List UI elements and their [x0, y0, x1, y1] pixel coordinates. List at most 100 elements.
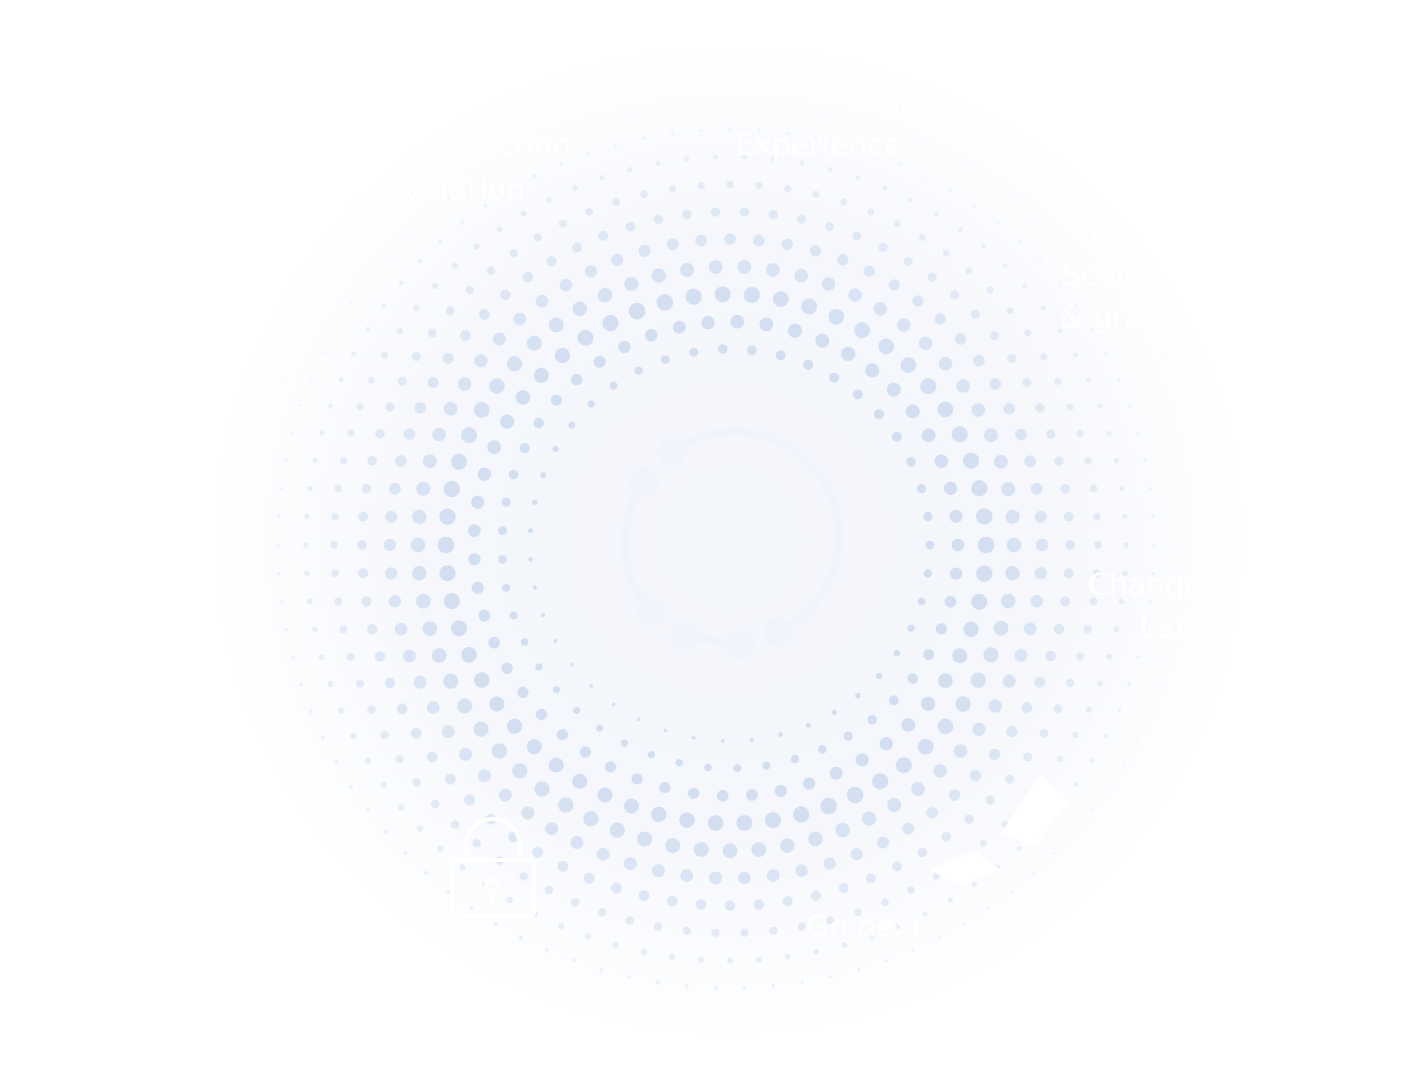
pattern-dot: [321, 351, 325, 355]
pattern-dot: [758, 1013, 760, 1016]
pattern-dot: [1025, 173, 1027, 176]
pattern-dot: [867, 208, 875, 216]
pattern-dot: [828, 309, 845, 325]
pattern-dot: [636, 717, 641, 721]
pattern-dot: [284, 627, 289, 632]
pattern-dot: [307, 598, 313, 605]
pattern-dot: [418, 259, 423, 264]
pattern-dot: [888, 695, 899, 706]
pattern-dot: [669, 953, 676, 960]
pattern-dot: [950, 567, 963, 580]
pattern-dot: [1177, 710, 1180, 713]
pattern-dot: [933, 764, 947, 778]
pattern-dot: [483, 203, 488, 208]
pattern-dot: [831, 709, 837, 715]
pattern-dot: [1152, 543, 1156, 547]
pattern-dot: [456, 156, 459, 159]
pattern-dot: [1122, 326, 1125, 329]
pattern-dot: [544, 947, 550, 953]
pattern-dot: [505, 127, 508, 130]
pattern-dot: [949, 188, 952, 192]
pattern-dot: [541, 613, 546, 617]
pattern-dot: [855, 175, 861, 181]
pattern-dot: [977, 536, 995, 554]
pattern-dot: [252, 487, 255, 490]
pattern-dot: [870, 152, 874, 155]
pattern-dot: [857, 119, 860, 122]
pattern-dot: [249, 544, 251, 546]
pattern-dot: [1068, 211, 1071, 214]
pattern-dot: [1039, 729, 1049, 738]
pattern-dot: [389, 482, 401, 495]
pattern-dot: [532, 115, 534, 117]
pattern-dot: [1088, 232, 1091, 235]
pattern-dot: [921, 428, 936, 443]
pattern-dot: [487, 440, 502, 455]
pattern-dot: [627, 166, 633, 173]
pattern-dot: [381, 351, 389, 359]
pattern-dot: [461, 647, 477, 663]
pattern-dot: [413, 304, 420, 312]
pattern-dot: [528, 528, 533, 534]
pattern-dot: [532, 847, 544, 858]
pattern-dot: [1086, 377, 1092, 383]
pattern-dot: [397, 376, 407, 386]
pattern-dot: [823, 857, 836, 870]
pattern-dot: [625, 916, 635, 925]
pattern-dot: [1030, 595, 1043, 608]
pattern-dot: [922, 911, 928, 917]
pattern-dot: [279, 599, 284, 604]
pattern-dot: [545, 822, 559, 836]
pattern-dot: [963, 452, 980, 469]
pattern-dot: [937, 718, 954, 735]
pattern-dot: [623, 857, 637, 871]
pattern-dot: [1045, 429, 1056, 439]
pattern-dot: [682, 209, 692, 220]
pattern-dot: [1075, 304, 1078, 307]
pattern-dot: [427, 751, 438, 763]
pattern-dot: [427, 328, 437, 338]
pattern-dot: [1045, 650, 1056, 662]
pattern-dot: [1201, 628, 1204, 631]
pattern-dot: [506, 896, 513, 904]
pattern-dot: [1124, 276, 1126, 279]
pattern-dot: [799, 161, 805, 166]
pattern-dot: [771, 984, 776, 988]
pattern-dot: [628, 302, 646, 320]
pattern-dot: [917, 597, 926, 606]
pattern-dot: [546, 139, 548, 141]
pattern-dot: [739, 207, 750, 217]
pattern-dot: [863, 265, 875, 277]
pattern-dot: [450, 820, 460, 829]
pattern-dot: [335, 326, 338, 329]
pattern-dot: [1093, 512, 1101, 521]
pattern-dot: [628, 112, 631, 115]
pattern-dot: [1122, 570, 1128, 577]
pattern-dot: [471, 495, 485, 509]
pattern-dot: [680, 869, 694, 882]
pattern-dot: [985, 795, 995, 805]
pattern-dot: [534, 781, 550, 797]
pattern-dot: [986, 286, 994, 294]
pattern-dot: [911, 782, 925, 796]
pattern-dot: [784, 185, 792, 193]
pattern-dot: [709, 871, 722, 885]
pattern-dot: [805, 722, 811, 728]
pattern-dot: [1005, 566, 1020, 581]
pattern-dot: [383, 538, 397, 552]
pattern-dot: [906, 456, 916, 467]
pattern-dot: [447, 197, 450, 200]
pattern-dot: [795, 864, 808, 877]
pattern-dot: [1158, 404, 1160, 407]
pattern-dot: [320, 735, 325, 740]
pattern-dot: [1032, 871, 1036, 875]
pattern-dot: [934, 313, 946, 325]
pattern-dot: [505, 960, 508, 963]
pattern-dot: [1041, 305, 1046, 311]
pattern-dot: [350, 733, 357, 740]
pattern-dot: [758, 74, 760, 77]
pattern-dot: [496, 226, 503, 233]
pattern-dot: [689, 347, 699, 357]
pattern-dot: [1063, 511, 1074, 522]
pattern-dot: [953, 744, 968, 758]
